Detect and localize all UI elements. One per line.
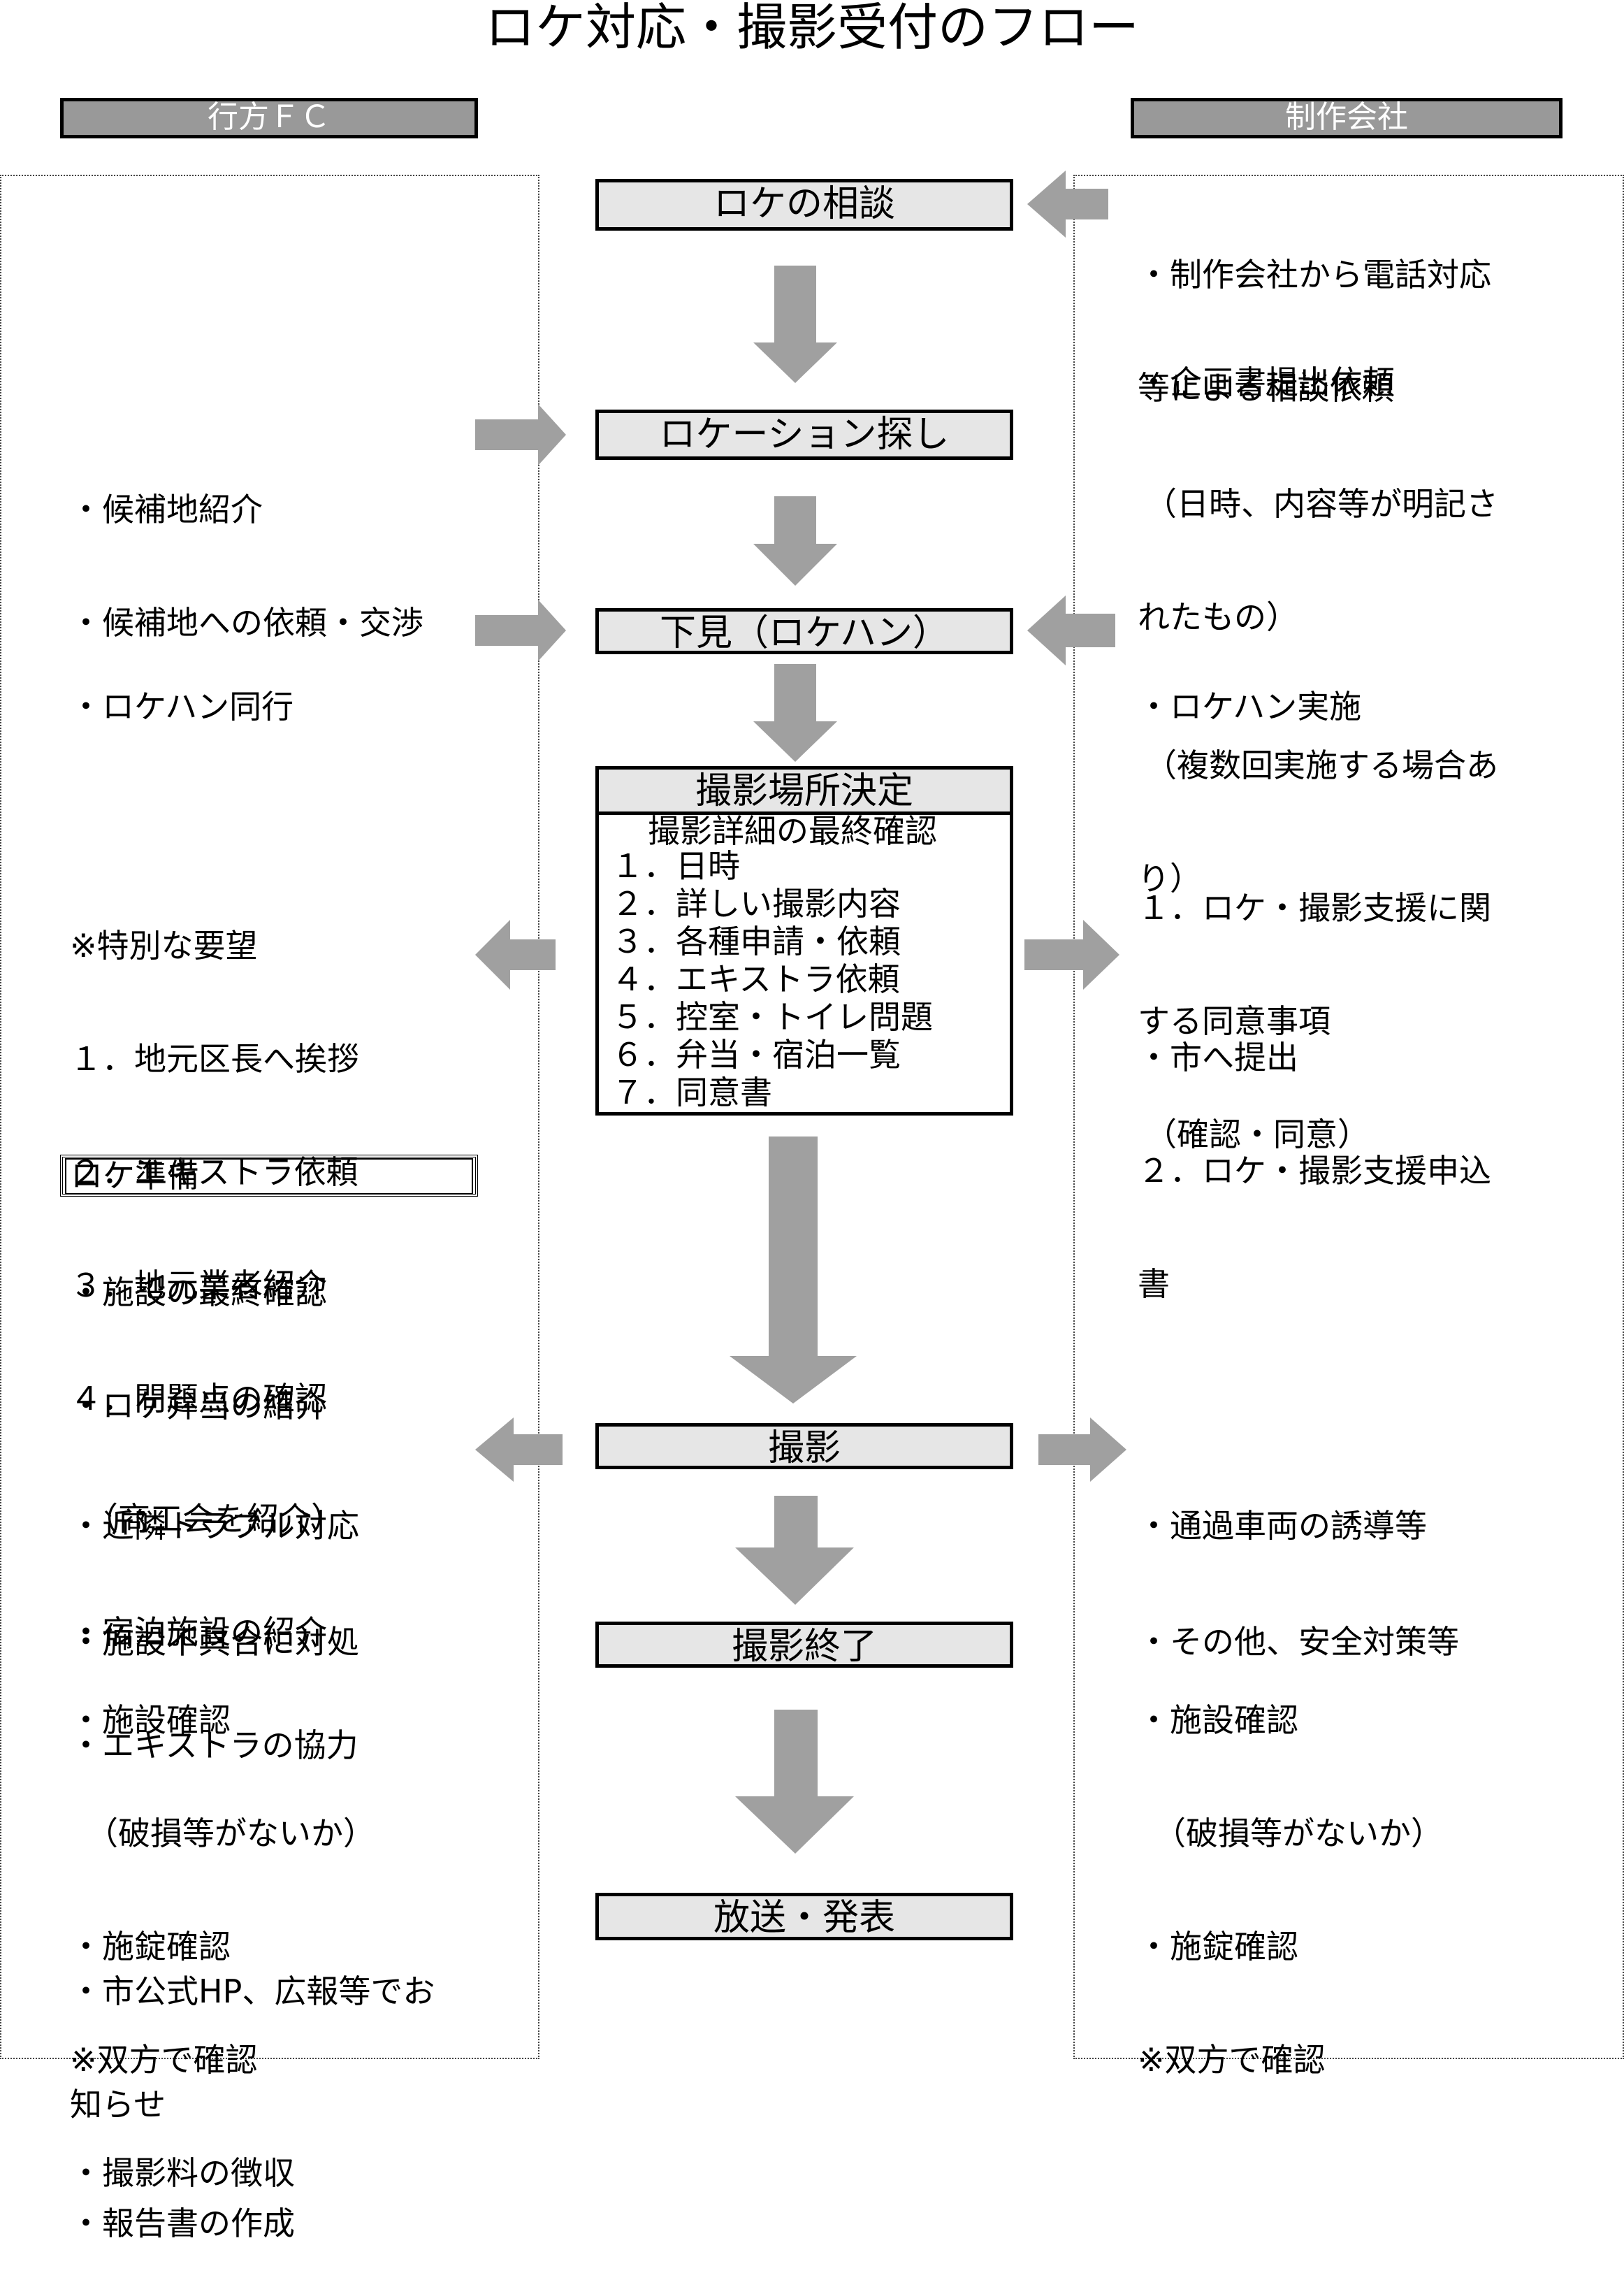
note-line: ・候補地紹介	[70, 491, 263, 528]
header-left: 行方ＦＣ	[60, 98, 478, 138]
note-line: ・エキストラの協力	[70, 1726, 358, 1764]
decide-detail-item: １．日時	[611, 847, 740, 885]
step-shoot: 撮影	[595, 1423, 1013, 1469]
right-end-notes: ・施設確認 （破損等がないか） ・施錠確認 ※双方で確認	[1138, 1626, 1443, 2116]
right-lokehan-notes: ・ロケハン実施	[1138, 612, 1361, 763]
note-line: ・施設確認	[1138, 1701, 1298, 1739]
note-line: ・施錠確認	[1138, 1928, 1298, 1965]
note-line: （破損等がないか）	[70, 1814, 375, 1852]
left-arrow-1	[475, 920, 556, 990]
right-arrow-left-1	[475, 404, 566, 466]
down-arrow-2	[753, 496, 837, 586]
note-line: 書	[1138, 1265, 1170, 1303]
right-column-frame	[1073, 175, 1624, 2059]
note-line: 知らせ	[70, 2086, 166, 2123]
note-line: ２．ロケ・撮影支援申込	[1138, 1152, 1491, 1190]
down-arrow-6	[735, 1710, 854, 1854]
note-line: ・通過車両の誘導等	[1138, 1507, 1427, 1545]
note-line: （確認・同意）	[1145, 1116, 1370, 1153]
note-line: ・ロケハン実施	[1138, 688, 1362, 726]
step-lokehan: 下見（ロケハン）	[595, 608, 1013, 654]
left-arrow-right-2	[1027, 596, 1115, 665]
right-consult-notes: ・制作会社から電話対応 等による相談依頼	[1138, 180, 1491, 445]
note-line: ・その他、安全対策等	[1138, 1623, 1459, 1661]
note-line: れたもの）	[1138, 598, 1298, 636]
flow-arrows	[475, 171, 1126, 1854]
prep-heading-box: ロケ準備	[60, 1155, 478, 1197]
step-decide: 撮影場所決定	[599, 770, 1010, 815]
prep-heading: ロケ準備	[65, 1158, 473, 1195]
right-arrow-right-1	[1024, 920, 1119, 990]
decide-detail-item: ５．控室・トイレ問題	[611, 998, 933, 1036]
note-line: ・施設不具合に対処	[70, 1623, 359, 1661]
note-line: １．地元区長へ挨拶	[70, 1040, 359, 1078]
note-line: する同意事項	[1138, 1002, 1331, 1040]
note-line: ※特別な要望	[70, 927, 258, 965]
note-line: ・ロケハン同行	[70, 688, 294, 726]
note-line: ・ロケ弁当の紹介	[70, 1387, 327, 1424]
note-line: ・報告書の作成	[70, 2205, 295, 2242]
right-lokehan-sub-notes: （複数回実施する場合あ り）	[1138, 671, 1498, 935]
decide-detail-item: ２．詳しい撮影内容	[611, 885, 901, 923]
note-line: （日時、内容等が明記さ	[1145, 485, 1498, 523]
note-line: ２．エキストラ依頼	[70, 1153, 358, 1191]
decide-detail-item: ４．エキストラ依頼	[611, 960, 900, 998]
down-arrow-4	[730, 1137, 857, 1404]
left-prep-notes: ・施設の最終確認 ・ロケ弁当の紹介 （商工会を紹介） ・宿泊施設の紹介 ・エキス…	[70, 1198, 358, 1802]
decide-detail-item: ７．同意書	[611, 1074, 772, 1111]
note-line: ・近隣トラブル対応	[70, 1507, 359, 1545]
left-arrow-2	[475, 1417, 563, 1482]
left-lokehan-notes: ・ロケハン同行	[70, 612, 293, 763]
note-line: 等による相談依頼	[1138, 369, 1394, 407]
right-arrow-left-2	[475, 600, 566, 661]
note-line: ※双方で確認	[1138, 2041, 1326, 2079]
note-line: （破損等がないか）	[1138, 1814, 1443, 1852]
note-line: ・市へ提出	[1138, 1039, 1298, 1076]
down-arrow-5	[735, 1496, 854, 1605]
note-line: ・制作会社から電話対応	[1138, 256, 1491, 294]
decide-detail-heading: 撮影詳細の最終確認	[648, 812, 937, 850]
decide-details: 撮影詳細の最終確認 １．日時 ２．詳しい撮影内容 ３．各種申請・依頼 ４．エキス…	[599, 815, 1010, 1111]
note-line: ・施設の最終確認	[70, 1274, 327, 1311]
down-arrow-1	[753, 266, 837, 383]
note-line: ４．問題点の確認	[70, 1380, 327, 1417]
step-location-search: ロケーション探し	[595, 410, 1013, 460]
left-shoot-notes: ・近隣トラブル対応 ・施設不具合に対処	[70, 1430, 359, 1700]
page-title: ロケ対応・撮影受付のフロー	[484, 0, 1139, 57]
decide-detail-item: ６．弁当・宿泊一覧	[611, 1036, 901, 1074]
left-search-notes: ・候補地紹介 ・候補地への依頼・交渉	[70, 415, 423, 679]
step-broadcast: 放送・発表	[595, 1893, 1013, 1940]
note-line: （商工会を紹介）	[70, 1500, 343, 1538]
note-line: １．ロケ・撮影支援に関	[1138, 889, 1491, 927]
step-shoot-end: 撮影終了	[595, 1622, 1013, 1668]
right-plan-notes: ・企画書提出依頼 （日時、内容等が明記さ れたもの）	[1138, 288, 1498, 674]
note-line: ３．地元業者紹介	[70, 1267, 327, 1304]
note-line: ・企画書提出依頼	[1138, 363, 1395, 401]
step-consult: ロケの相談	[595, 179, 1013, 231]
down-arrow-3	[753, 664, 837, 762]
left-broadcast-notes: ・市公式HP、広報等でお 知らせ ・報告書の作成	[70, 1897, 435, 2280]
decide-box: 撮影場所決定 撮影詳細の最終確認 １．日時 ２．詳しい撮影内容 ３．各種申請・依…	[595, 766, 1013, 1116]
left-arrow-right-1	[1027, 171, 1108, 238]
decide-detail-item: ３．各種申請・依頼	[611, 923, 901, 960]
note-line: ・施設確認	[70, 1701, 231, 1739]
right-shoot-notes: ・通過車両の誘導等 ・その他、安全対策等	[1138, 1430, 1459, 1700]
right-arrow-right-2	[1038, 1417, 1126, 1482]
header-right: 制作会社	[1131, 98, 1563, 138]
note-line: ・候補地への依頼・交渉	[70, 604, 423, 642]
right-decide-notes: １．ロケ・撮影支援に関 する同意事項 （確認・同意）	[1138, 814, 1491, 1191]
note-line: ・施錠確認	[70, 1928, 231, 1965]
left-decide-notes: ※特別な要望 １．地元区長へ挨拶 ２．エキストラ依頼 ３．地元業者紹介 ４．問題…	[70, 851, 359, 1455]
note-line: り）	[1138, 860, 1202, 897]
note-line: （複数回実施する場合あ	[1145, 746, 1498, 784]
note-line: ・市公式HP、広報等でお	[70, 1972, 435, 2010]
note-line: ・宿泊施設の紹介	[70, 1613, 327, 1651]
left-column-frame	[0, 175, 539, 2059]
right-submit-notes: ・市へ提出 ２．ロケ・撮影支援申込 書	[1138, 963, 1491, 1341]
